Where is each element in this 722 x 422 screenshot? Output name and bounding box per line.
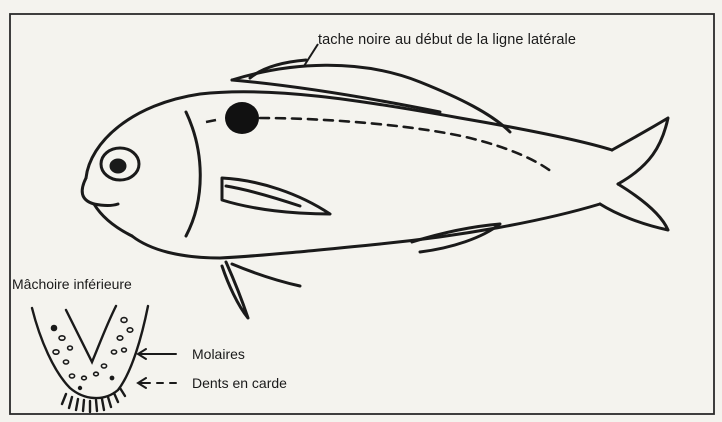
label-card-teeth: Dents en carde bbox=[192, 375, 287, 391]
label-lateral-spot: tache noire au début de la ligne latéral… bbox=[318, 32, 576, 48]
black-spot bbox=[225, 102, 259, 134]
label-molars: Molaires bbox=[192, 346, 245, 362]
pupil bbox=[111, 160, 125, 172]
label-lower-jaw: Mâchoire inférieure bbox=[12, 276, 132, 292]
